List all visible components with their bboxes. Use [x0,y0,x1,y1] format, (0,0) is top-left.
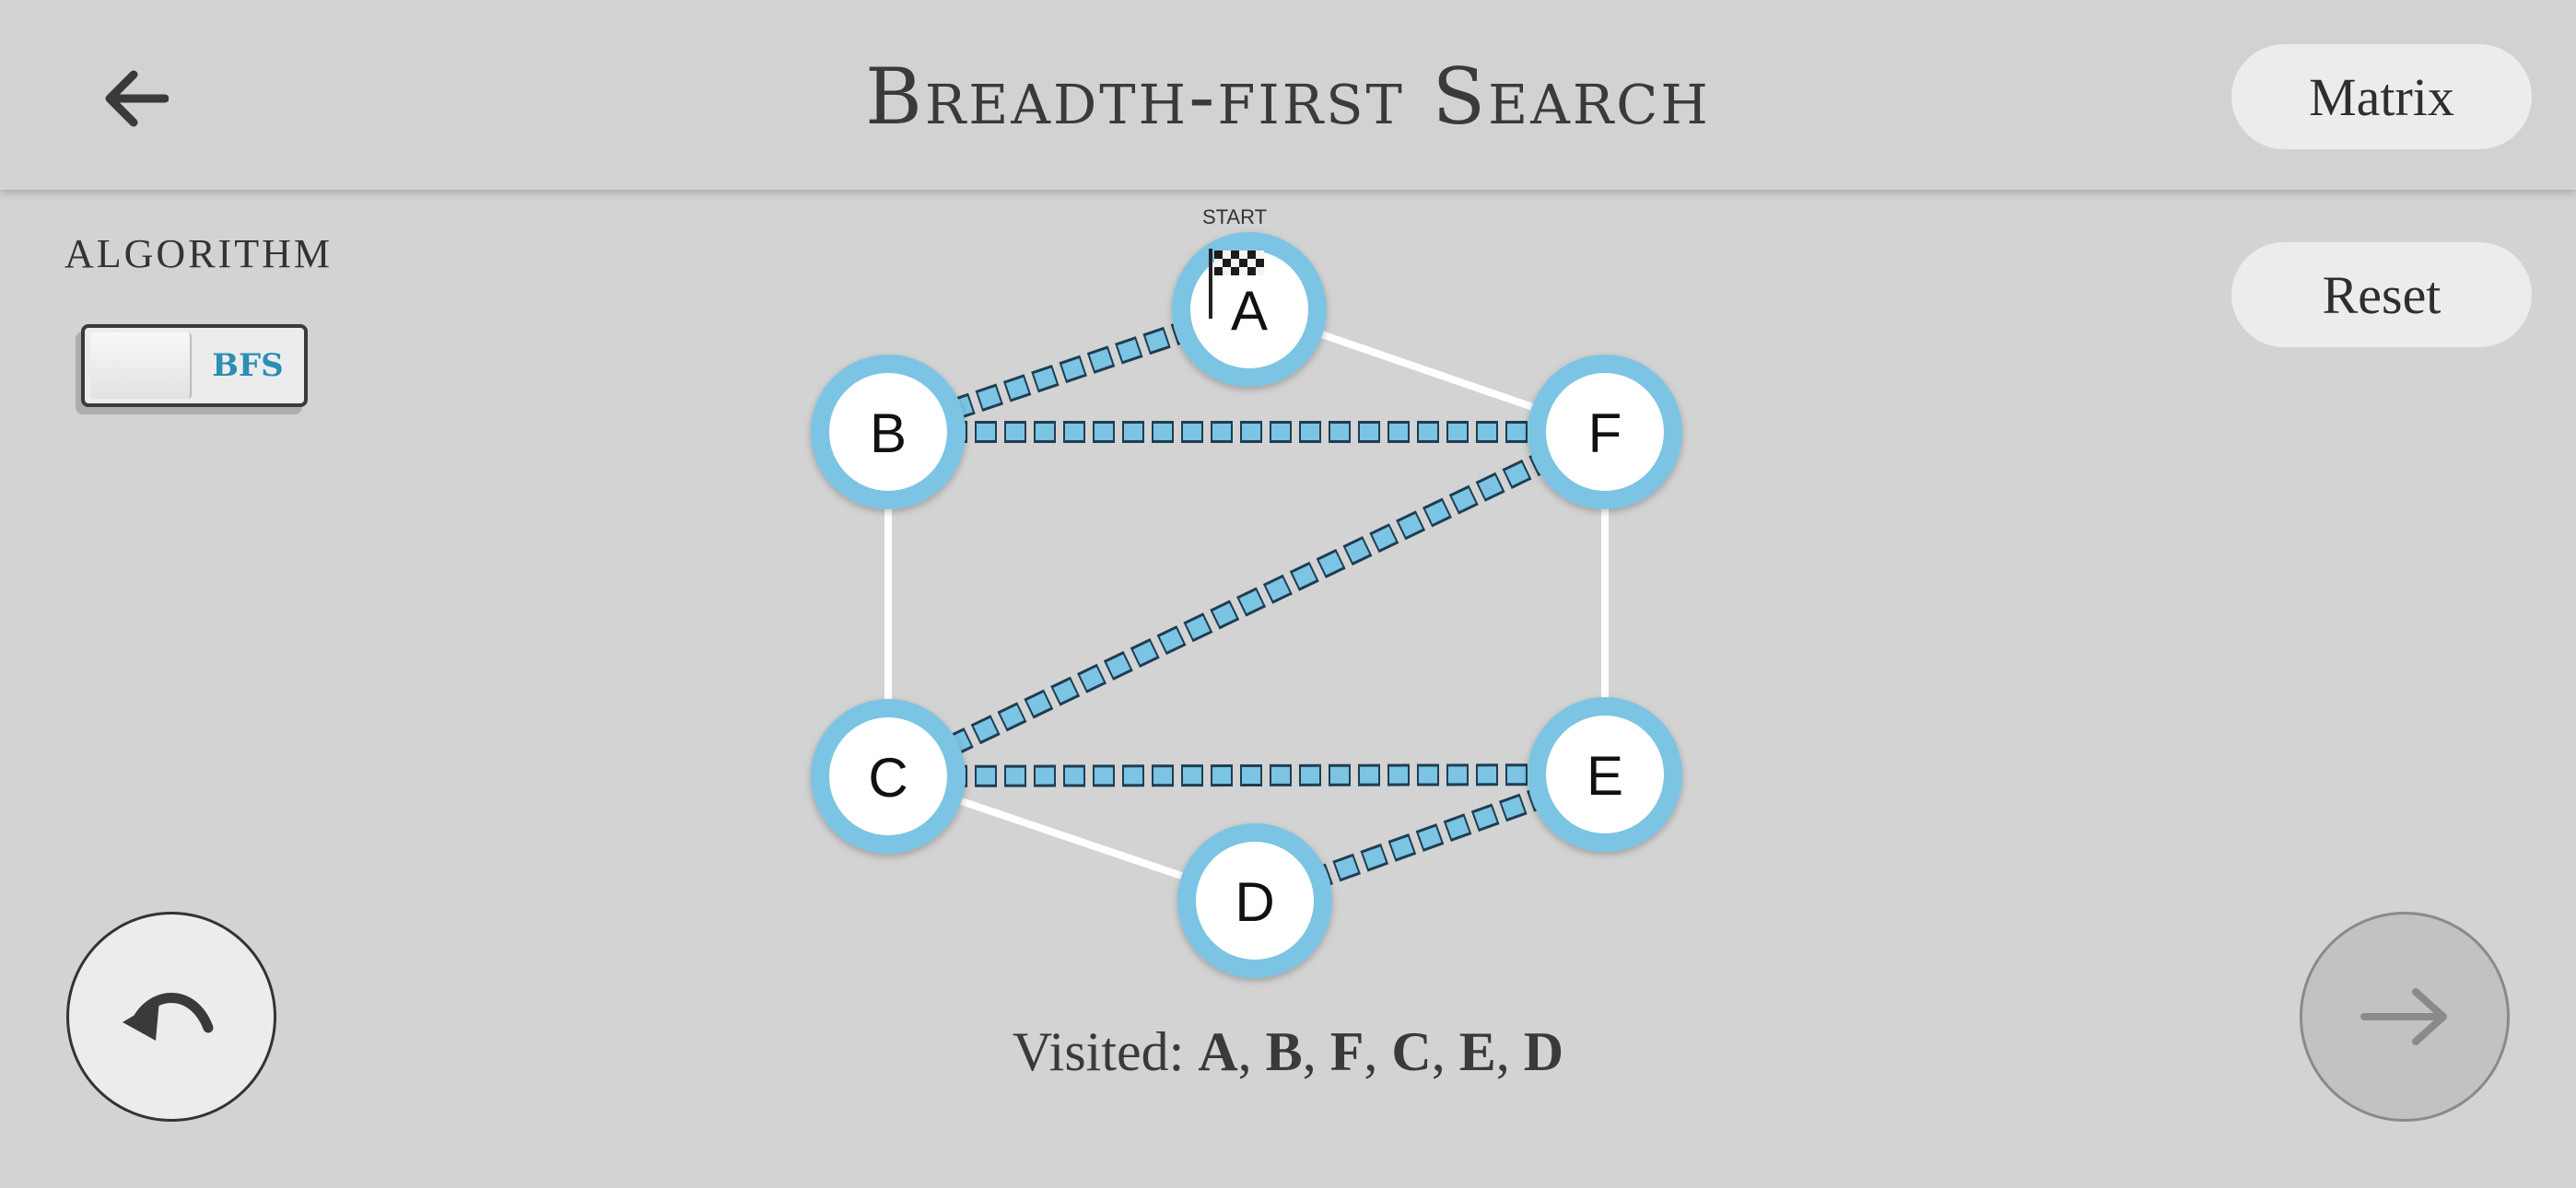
checkered-flag-icon [1209,249,1264,319]
next-step-button[interactable] [2300,912,2510,1122]
arrow-left-icon [105,70,169,127]
node-label: E [1587,745,1623,807]
visited-node: C [1391,1021,1432,1082]
traversed-edge-C-E [887,763,1606,787]
node-label: D [1235,871,1274,933]
graph-node-b[interactable]: B [811,355,966,509]
nodes-layer: A B C D E F [811,232,1682,978]
algorithm-toggle[interactable]: BFS [81,324,308,407]
undo-button[interactable] [66,912,276,1122]
undo-icon [123,993,214,1041]
start-label: START [1202,205,1267,228]
top-bar: Breadth-first Search Matrix [0,0,2576,190]
page-title: Breadth-first Search [865,52,1711,142]
visited-node: D [1523,1021,1564,1082]
visited-node: A [1198,1021,1238,1082]
arrow-right-icon [2360,988,2447,1045]
node-label: F [1588,402,1622,464]
visited-node: F [1329,1021,1364,1082]
graph-node-f[interactable]: F [1528,355,1682,509]
graph-node-e[interactable]: E [1528,697,1682,852]
visited-summary: Visited: A, B, F, C, E, D [0,1020,2576,1084]
matrix-button[interactable]: Matrix [2231,44,2532,149]
traversed-edge-F-C [883,422,1610,786]
visited-node: E [1458,1021,1496,1082]
reset-button[interactable]: Reset [2231,242,2532,347]
node-label: C [868,747,907,809]
graph-node-d[interactable]: D [1177,823,1332,978]
visited-node: B [1265,1021,1303,1082]
graph-node-c[interactable]: C [811,699,966,854]
edges-layer [883,298,1610,912]
toggle-knob[interactable] [90,332,192,399]
visited-list: A, B, F, C, E, D [1198,1021,1564,1082]
visited-label: Visited: [1012,1021,1185,1082]
node-label: A [1231,280,1268,342]
node-label: B [870,402,907,464]
algorithm-label: ALGORITHM [64,231,333,276]
back-button[interactable] [97,63,176,134]
algorithm-toggle-value: BFS [212,347,284,384]
